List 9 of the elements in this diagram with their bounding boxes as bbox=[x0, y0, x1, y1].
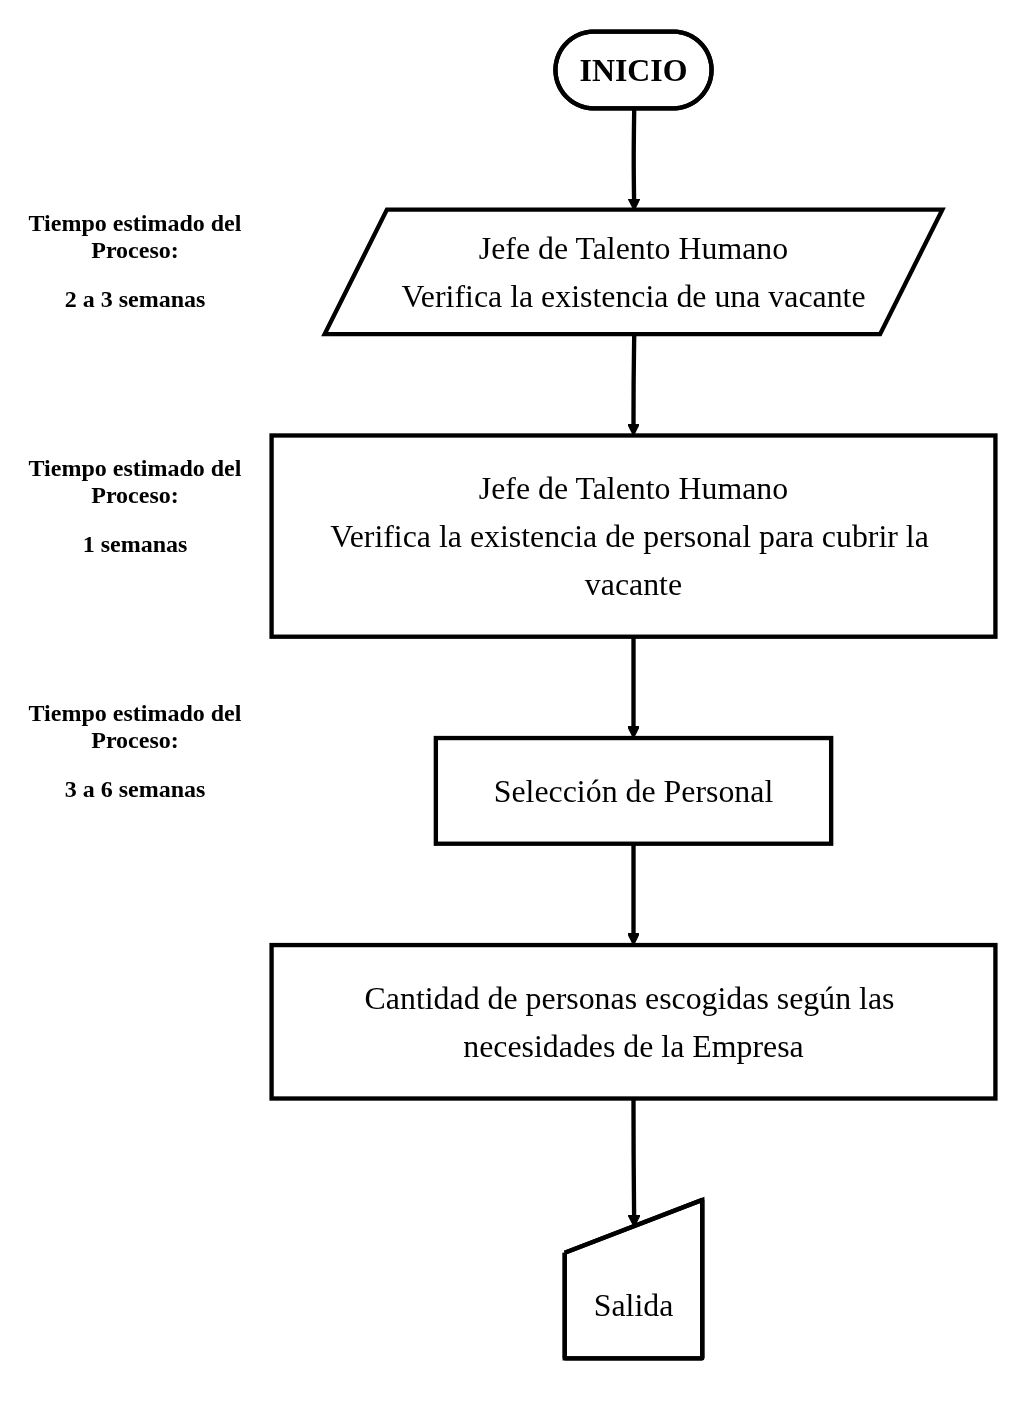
time-estimate-heading: Tiempo estimado del Proceso: bbox=[27, 700, 243, 754]
time-estimate-value: 2 a 3 semanas bbox=[63, 286, 207, 313]
time-estimate-heading: Tiempo estimado del Proceso: bbox=[27, 210, 243, 264]
time-estimate-value: 3 a 6 semanas bbox=[63, 776, 207, 803]
node-box: Selección de Personal bbox=[433, 735, 834, 846]
time-estimate-heading: Tiempo estimado del Proceso: bbox=[27, 455, 243, 509]
node-box: Jefe de Talento Humano Verifica la existencia de personal para cubrir la vacante bbox=[269, 433, 998, 639]
time-estimate-value: 1 semanas bbox=[81, 531, 189, 558]
node-box: Cantidad de personas escogidas según las necesidades de la Empresa bbox=[269, 942, 998, 1101]
